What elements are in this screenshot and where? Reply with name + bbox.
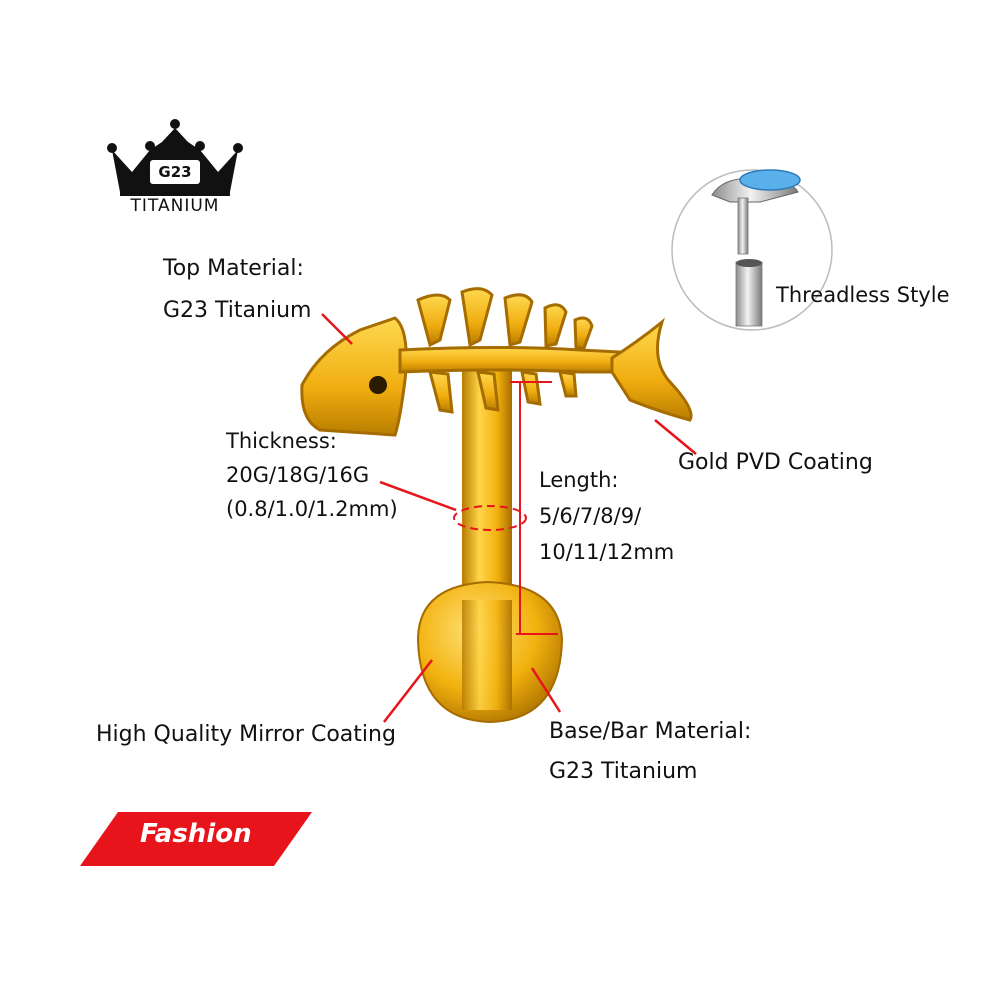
mirror-coating-label: High Quality Mirror Coating	[96, 722, 396, 747]
logo-badge: G23	[158, 163, 192, 181]
threadless-inset	[671, 169, 833, 331]
threadless-label: Threadless Style	[776, 283, 950, 307]
fishbone-top	[300, 287, 693, 437]
thickness-indicator	[453, 505, 527, 531]
opal-gem-icon	[739, 169, 801, 191]
thickness-label: Thickness: 20G/18G/16G (0.8/1.0/1.2mm)	[226, 429, 398, 521]
fashion-label: Fashion	[140, 819, 252, 849]
fashion-banner-shape	[80, 812, 312, 866]
top-material-label: Top Material: G23 Titanium	[163, 256, 312, 323]
length-label: Length: 5/6/7/8/9/ 10/11/12mm	[539, 468, 675, 564]
crown-icon	[107, 119, 243, 196]
logo-text: TITANIUM	[130, 196, 220, 216]
base-material-label: Base/Bar Material: G23 Titanium	[549, 719, 752, 784]
length-indicator	[510, 381, 558, 635]
coating-label: Gold PVD Coating	[678, 450, 873, 475]
